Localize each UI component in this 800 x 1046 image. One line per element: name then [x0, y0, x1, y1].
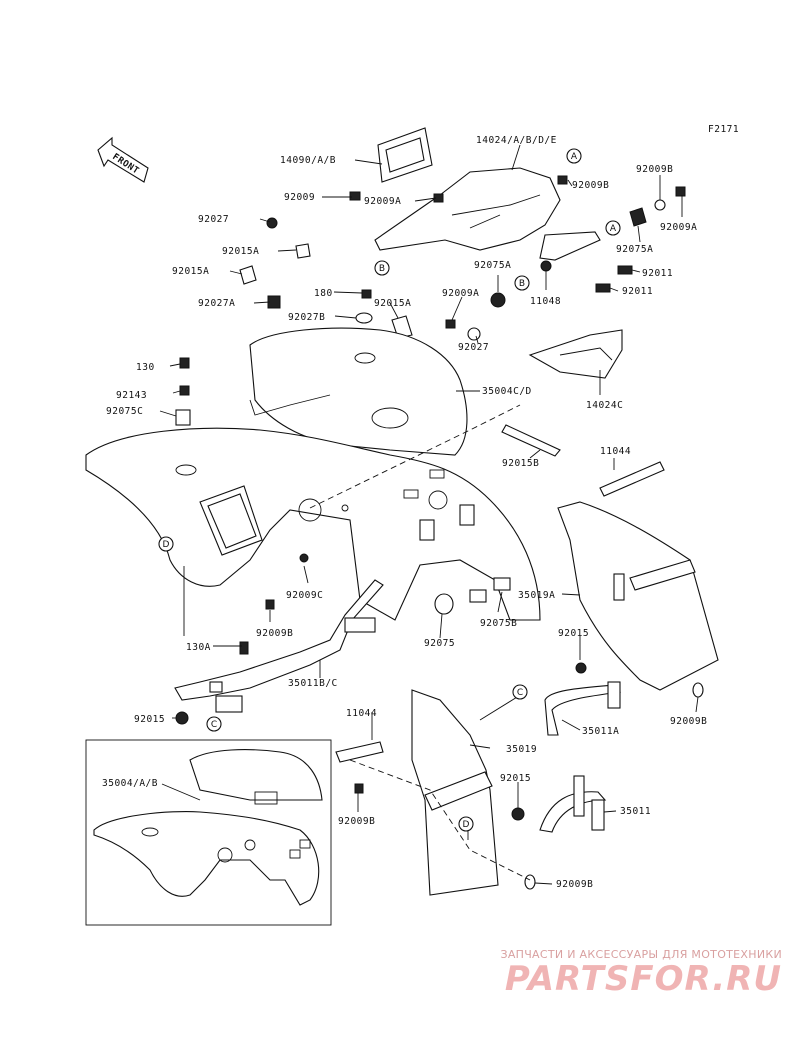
part-label: 92009B — [636, 164, 673, 175]
svg-text:C: C — [211, 720, 217, 730]
part-label: 92143 — [116, 390, 147, 401]
figure-code: F2171 — [708, 124, 739, 135]
part-label: 92009B — [256, 628, 293, 639]
part-label: 92011 — [642, 268, 673, 279]
part-label: 92009 — [284, 192, 315, 203]
part-label: 92075C — [106, 406, 143, 417]
mud-flap-35019a — [557, 461, 719, 691]
watermark: ЗАПЧАСТИ И АКСЕССУАРЫ ДЛЯ МОТОТЕХНИКИ PA… — [500, 948, 782, 999]
front-arrow-icon: FRONT — [97, 136, 149, 183]
part-label: 92027B — [288, 312, 325, 323]
part-labels: 14024/A/B/D/E 14090/A/B 92009 92009A 920… — [106, 135, 707, 890]
inset-label: 35004/A/B — [102, 778, 158, 789]
part-label: 35019A — [518, 590, 555, 601]
top-hardware — [175, 175, 686, 426]
part-label: 35011A — [582, 726, 619, 737]
part-label: 130 — [136, 362, 155, 373]
ref-marker-b-2: B — [514, 275, 530, 291]
part-label: 92009A — [660, 222, 697, 233]
part-label: 92015B — [502, 458, 539, 469]
svg-text:B: B — [379, 264, 385, 274]
part-label: 11044 — [346, 708, 377, 719]
part-label: 14024/A/B/D/E — [476, 135, 557, 146]
part-label: 35011B/C — [288, 678, 338, 689]
part-label: 92009B — [572, 180, 609, 191]
svg-text:D: D — [463, 820, 470, 830]
ref-marker-b-1: B — [374, 260, 390, 276]
part-label: 92009B — [556, 879, 593, 890]
part-label: 92015 — [134, 714, 165, 725]
part-label: 92015 — [500, 773, 531, 784]
part-label: 92075B — [480, 618, 517, 629]
part-label: 92027 — [458, 342, 489, 353]
mud-flap-35019 — [335, 689, 607, 896]
part-label: 92015A — [222, 246, 259, 257]
part-label: 11048 — [530, 296, 561, 307]
part-label: 92015A — [374, 298, 411, 309]
part-label: 92015A — [172, 266, 209, 277]
headlight-housing — [374, 127, 601, 261]
part-label: 92009A — [442, 288, 479, 299]
svg-text:D: D — [163, 540, 170, 550]
part-label: 180 — [314, 288, 333, 299]
part-label: 92009B — [338, 816, 375, 827]
part-label: 14090/A/B — [280, 155, 336, 166]
ref-marker-c-1: C — [206, 716, 222, 732]
ref-marker-d-2: D — [458, 816, 474, 832]
watermark-tagline: ЗАПЧАСТИ И АКСЕССУАРЫ ДЛЯ МОТОТЕХНИКИ — [500, 948, 782, 961]
ref-marker-d-1: D — [158, 536, 174, 552]
leader-lines — [159, 144, 699, 885]
svg-text:A: A — [571, 152, 578, 162]
part-label: 92027A — [198, 298, 235, 309]
ref-marker-c-2: C — [512, 684, 528, 700]
part-label: 14024C — [586, 400, 623, 411]
part-label: 92009A — [364, 196, 401, 207]
inset-box: 35004/A/B — [85, 739, 332, 926]
part-label: 92011 — [622, 286, 653, 297]
fender-hardware — [265, 424, 561, 615]
svg-text:A: A — [610, 224, 617, 234]
part-label: 92027 — [198, 214, 229, 225]
svg-text:C: C — [517, 688, 523, 698]
svg-text:B: B — [519, 279, 525, 289]
part-label: 92009B — [670, 716, 707, 727]
part-label: 92009C — [286, 590, 323, 601]
bracket-35011a — [544, 662, 704, 736]
part-label: 11044 — [600, 446, 631, 457]
part-label: 35019 — [506, 744, 537, 755]
part-label: 130A — [186, 642, 211, 653]
part-label: 92075A — [616, 244, 653, 255]
stay-35011bc — [174, 579, 384, 725]
part-label: 35011 — [620, 806, 651, 817]
ref-markers: A A B B C C D D — [158, 148, 621, 832]
part-label: 92075A — [474, 260, 511, 271]
ref-marker-a-1: A — [566, 148, 582, 164]
ref-marker-a-2: A — [605, 220, 621, 236]
front-fender-main — [85, 327, 541, 621]
watermark-logo: PARTSFOR.RU — [504, 959, 782, 999]
part-label: 92075 — [424, 638, 455, 649]
bracket-14024c — [528, 329, 623, 379]
part-label: 35004C/D — [482, 386, 532, 397]
part-label: 92015 — [558, 628, 589, 639]
